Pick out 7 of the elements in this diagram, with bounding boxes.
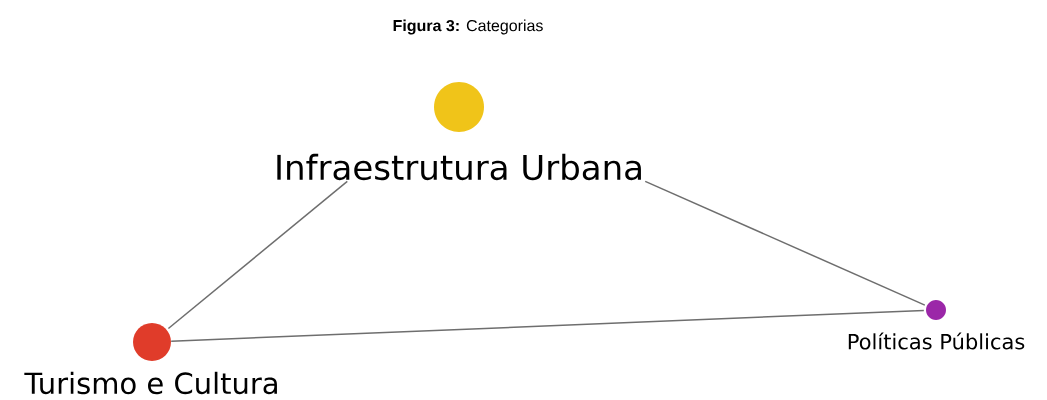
connector-line bbox=[167, 180, 349, 330]
connector-line bbox=[644, 180, 926, 306]
category-label: Infraestrutura Urbana bbox=[277, 153, 641, 181]
figure-title: Figura 3: Categorias bbox=[393, 19, 543, 35]
category-label: Políticas Públicas bbox=[848, 332, 1025, 350]
category-label: Turismo e Cultura bbox=[24, 371, 277, 395]
connector-line bbox=[170, 309, 925, 342]
